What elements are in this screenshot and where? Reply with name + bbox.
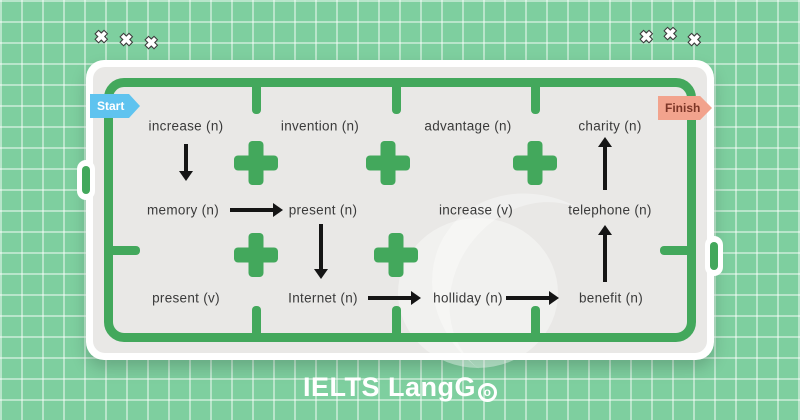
word-cell-r2c3: increase (v): [438, 202, 514, 218]
maze-tab: [660, 246, 694, 255]
maze-tab: [531, 80, 540, 114]
plus-icon: [366, 141, 410, 185]
plus-icon: [513, 141, 557, 185]
x-mark-icon: ✖: [120, 32, 133, 49]
logo-text: IELTS LangG: [303, 372, 476, 402]
word-cell-r2c2: present (n): [288, 202, 358, 218]
x-mark-icon: ✖: [640, 29, 653, 46]
word-cell-r2c1: memory (n): [146, 202, 220, 218]
maze-tab: [106, 246, 140, 255]
start-tag: Start: [90, 94, 140, 118]
word-cell-r3c3: holliday (n): [433, 290, 503, 306]
up-arrow-icon: [603, 234, 607, 282]
up-arrow-icon: [603, 146, 607, 190]
maze-tab: [392, 80, 401, 114]
word-cell-r2c4: telephone (n): [568, 202, 652, 218]
maze-board: increase (n) invention (n) advantage (n)…: [77, 60, 723, 368]
word-cell-r1c3: advantage (n): [424, 118, 512, 134]
langgo-watermark: [398, 218, 558, 368]
word-cell-r1c4: charity (n): [578, 118, 642, 134]
board-notch: [77, 160, 95, 200]
x-mark-icon: ✖: [145, 35, 158, 52]
logo-circle-o: o: [478, 382, 497, 402]
board-notch: [705, 236, 723, 276]
down-arrow-icon: [184, 144, 188, 172]
plus-icon: [374, 233, 418, 277]
x-mark-icon: ✖: [664, 26, 677, 43]
word-cell-r3c2: Internet (n): [288, 290, 358, 306]
word-cell-r1c2: invention (n): [280, 118, 360, 134]
x-mark-icon: ✖: [688, 32, 701, 49]
maze-tab: [252, 306, 261, 340]
right-arrow-icon: [230, 208, 274, 212]
plus-icon: [234, 141, 278, 185]
word-cell-r3c1: present (v): [152, 290, 220, 306]
finish-tag: Finish: [658, 96, 712, 120]
maze-tab: [392, 306, 401, 340]
maze-tab: [252, 80, 261, 114]
plus-icon: [234, 233, 278, 277]
word-cell-r1c1: increase (n): [148, 118, 224, 134]
word-cell-r3c4: benefit (n): [578, 290, 644, 306]
down-arrow-icon: [319, 224, 323, 270]
maze-tab: [531, 306, 540, 340]
right-arrow-icon: [506, 296, 550, 300]
x-mark-icon: ✖: [95, 29, 108, 46]
right-arrow-icon: [368, 296, 412, 300]
